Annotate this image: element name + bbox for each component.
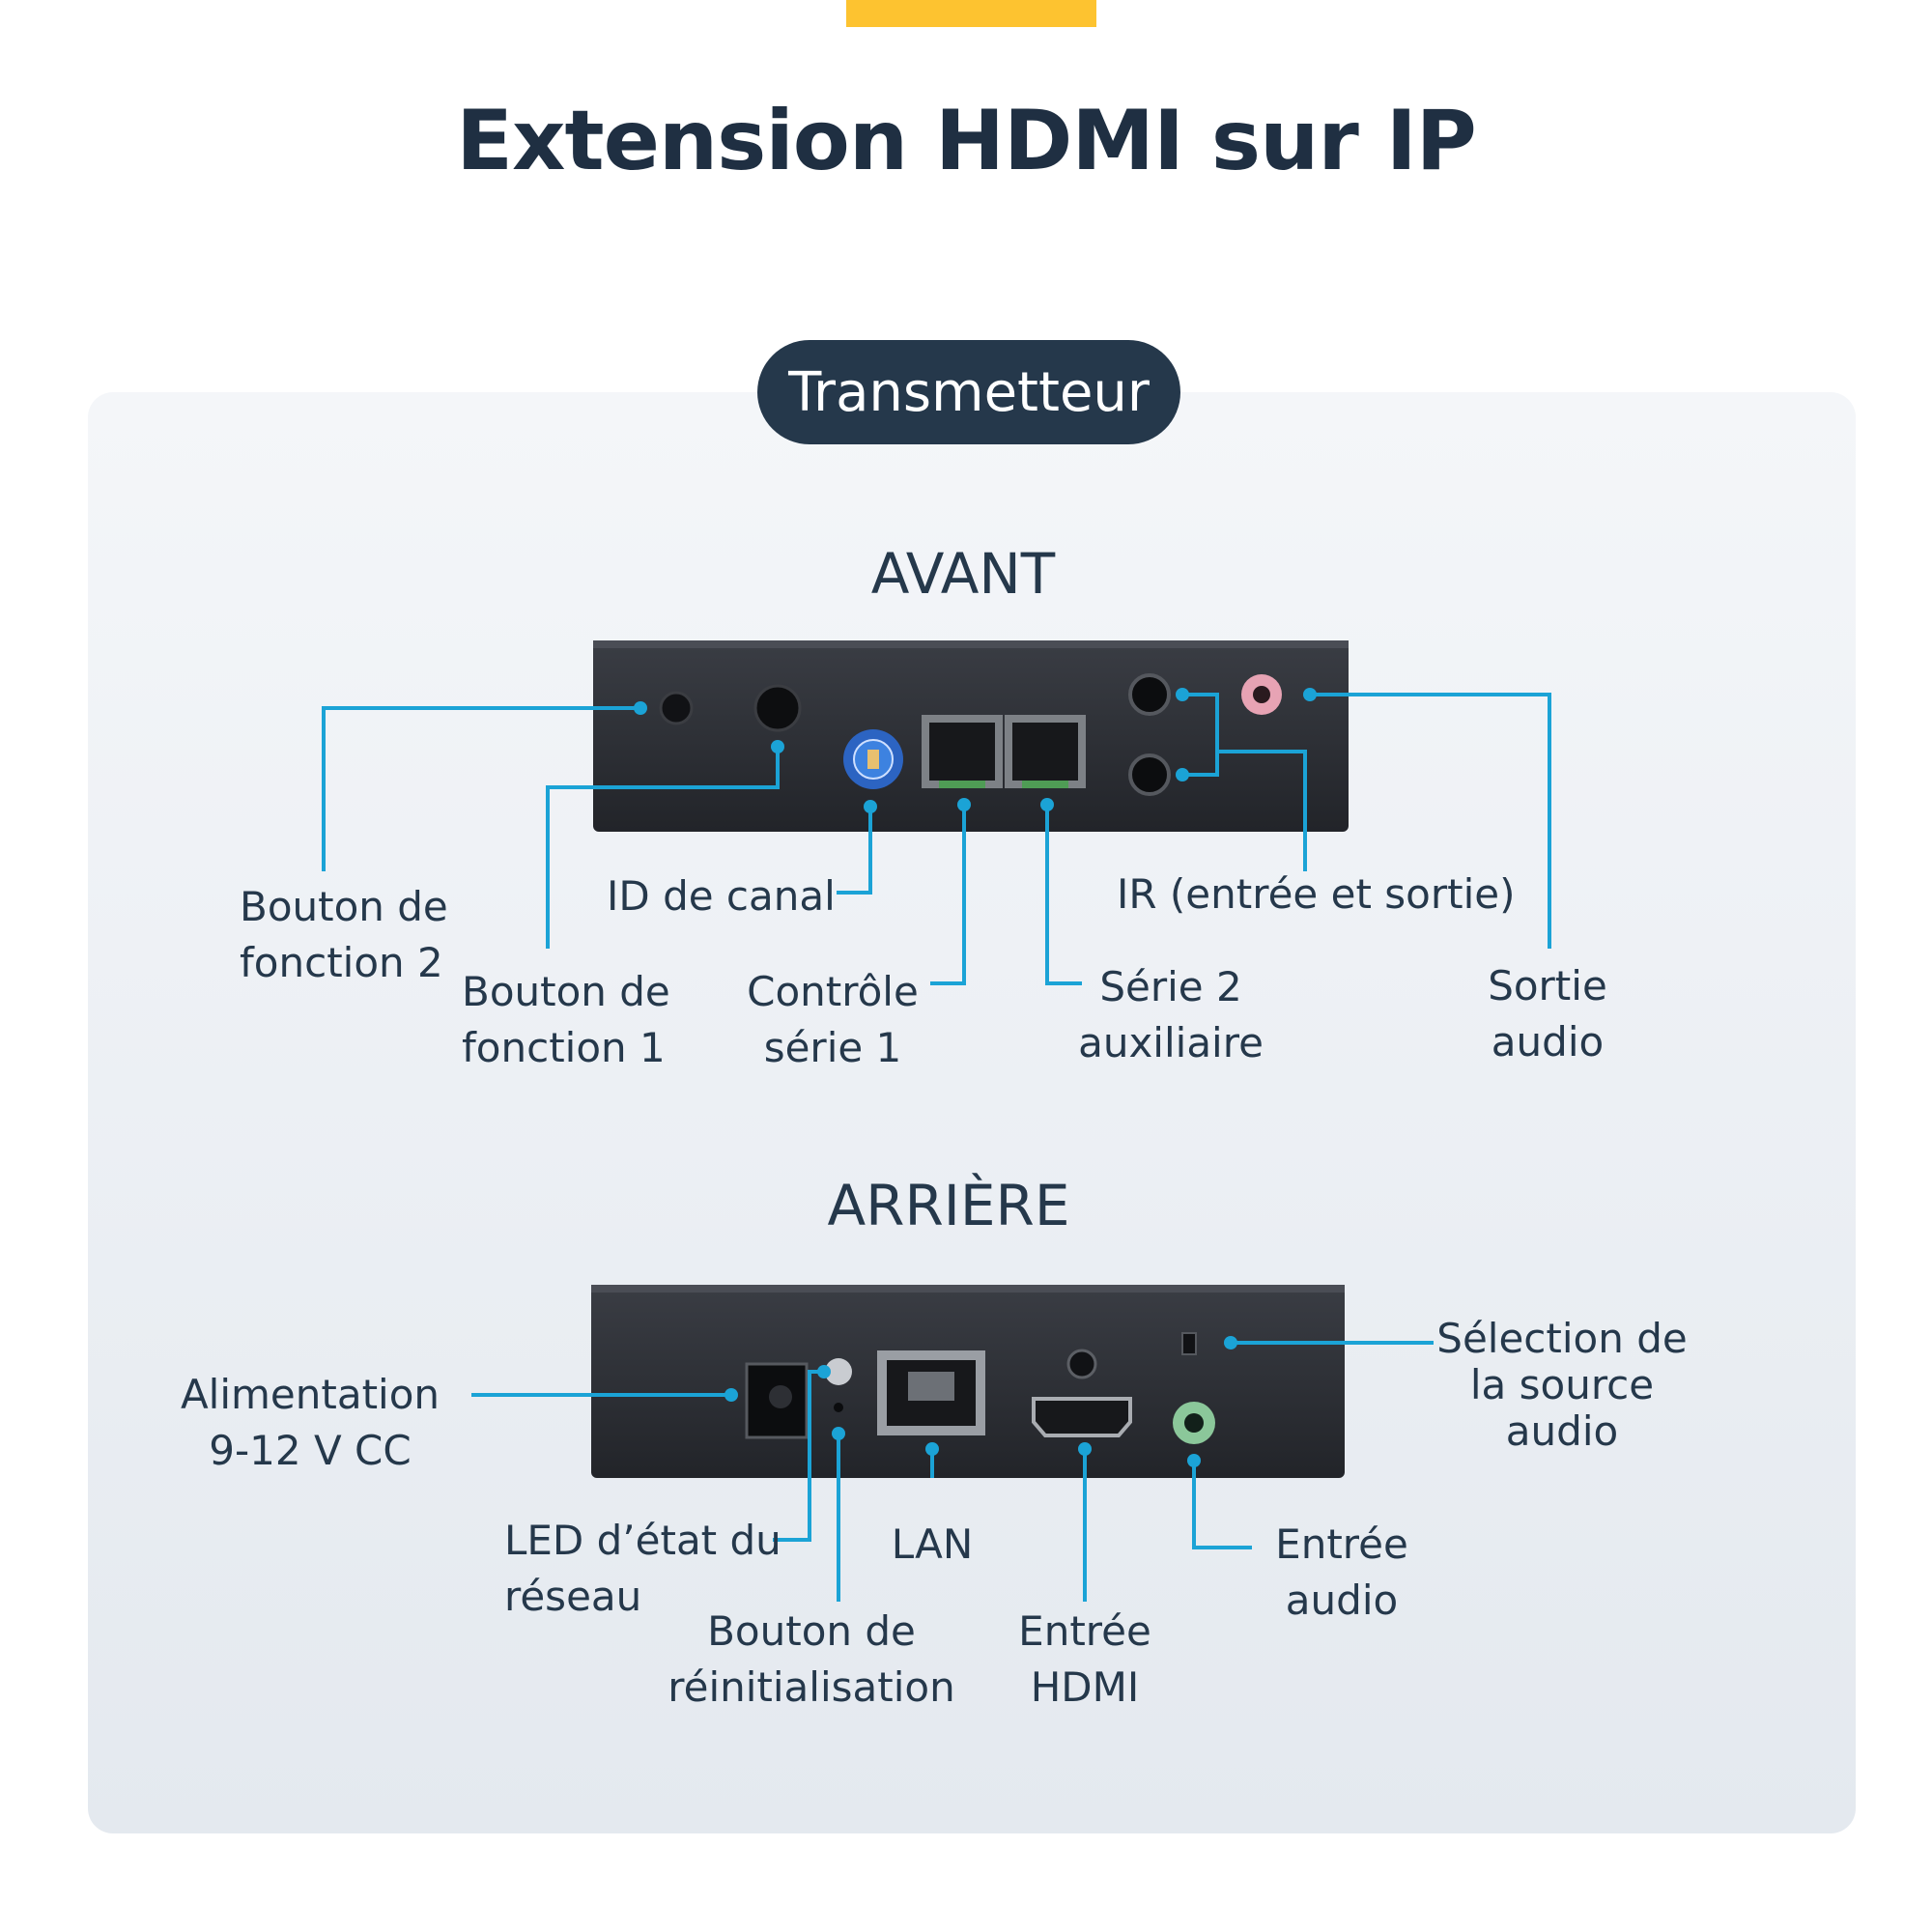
serial-port-1: [922, 715, 1003, 788]
channel-id-dial: [843, 729, 903, 789]
content-panel: [88, 392, 1856, 1833]
network-status-led: [825, 1358, 852, 1385]
ir-jack-bottom: [1128, 753, 1171, 796]
label-serial-2-aux: Série 2 auxiliaire: [1078, 963, 1264, 1066]
label-audio-source-selection: Sélection de la source audio: [1436, 1315, 1688, 1455]
label-hdmi-input: Entrée HDMI: [1018, 1607, 1151, 1711]
audio-in-jack: [1173, 1402, 1215, 1444]
page-title: Extension HDMI sur IP: [456, 93, 1476, 189]
label-ir-in-out: IR (entrée et sortie): [1117, 870, 1516, 918]
label-audio-input: Entrée audio: [1275, 1520, 1408, 1624]
front-callout-dots: [634, 688, 1317, 813]
label-power-input: Alimentation 9-12 V CC: [180, 1371, 440, 1474]
label-function-button-1: Bouton de fonction 1: [462, 968, 670, 1071]
audio-source-switch: [1181, 1332, 1197, 1355]
label-audio-output: Sortie audio: [1488, 962, 1607, 1065]
rear-heading: ARRIÈRE: [827, 1173, 1070, 1238]
function-button-2: [659, 691, 694, 725]
front-heading: AVANT: [870, 541, 1056, 607]
power-jack: [745, 1362, 809, 1439]
accent-bar: [846, 0, 1096, 27]
ir-jack-top: [1128, 673, 1171, 716]
function-button-1: [753, 684, 802, 732]
hdmi-port: [1032, 1349, 1132, 1437]
label-serial-control-1: Contrôle série 1: [747, 968, 919, 1071]
lan-port: [877, 1350, 985, 1435]
rear-callout-lines: [471, 1341, 1434, 1602]
front-callout-lines: [322, 693, 1551, 985]
label-function-button-2: Bouton de fonction 2: [240, 883, 448, 986]
reset-button: [834, 1403, 843, 1412]
label-network-status-led: LED d’état du réseau: [504, 1517, 781, 1620]
transmitter-badge: Transmetteur: [757, 340, 1180, 444]
serial-port-2: [1005, 715, 1086, 788]
rear-callout-dots: [724, 1336, 1237, 1467]
audio-out-jack: [1241, 674, 1282, 715]
label-channel-id: ID de canal: [607, 872, 836, 920]
label-reset-button: Bouton de réinitialisation: [668, 1607, 955, 1711]
label-lan: LAN: [891, 1520, 974, 1568]
